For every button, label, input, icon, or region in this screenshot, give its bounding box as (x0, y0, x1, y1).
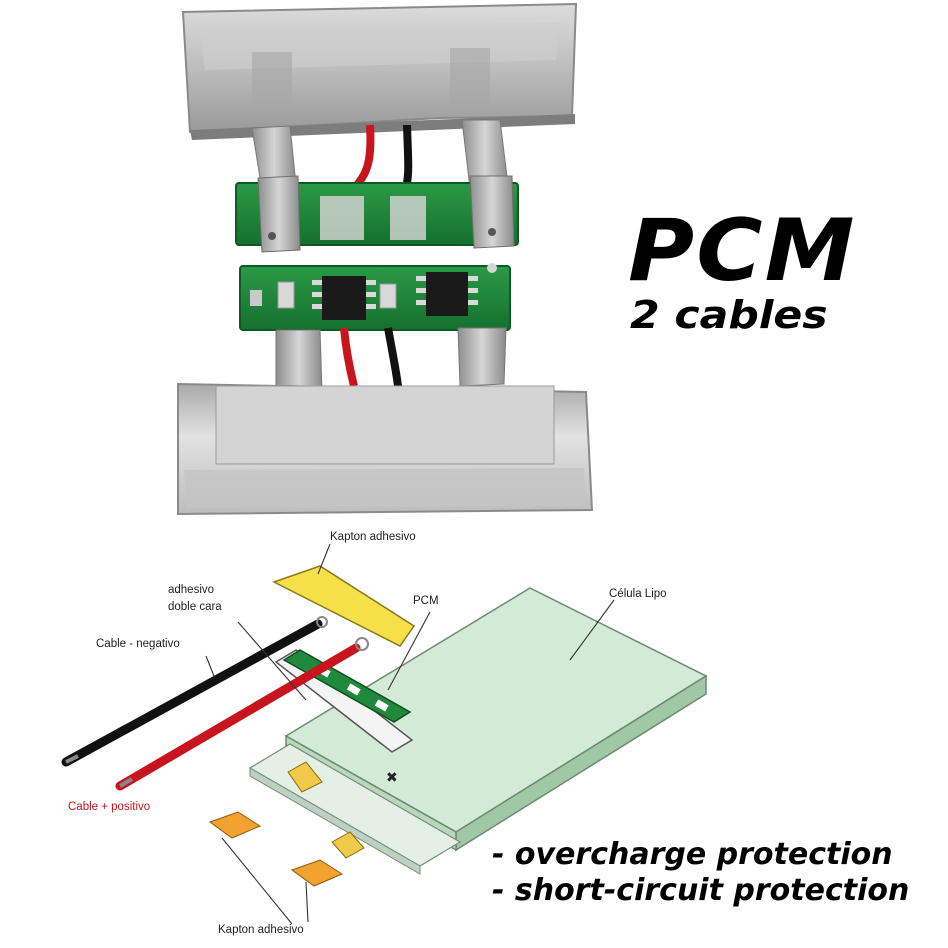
pcm-board-back (235, 175, 519, 253)
kapton-pads (208, 761, 365, 887)
wire-negative (61, 616, 328, 767)
feature-overcharge: - overcharge protection (492, 837, 893, 872)
wire-positive (115, 637, 369, 791)
label-pcm: PCM (413, 595, 439, 607)
pcm-board-front (239, 263, 511, 331)
kapton-top-strip (272, 565, 416, 647)
label-cable-negative: Cable - negativo (96, 638, 180, 650)
label-adhesive-line1: adhesivo (168, 584, 215, 596)
lipo-cell (248, 587, 708, 875)
label-kapton-top: Kapton adhesivo (330, 531, 416, 543)
battery-cell-bottom (177, 382, 594, 516)
joint-marker: ✖ (386, 770, 398, 786)
leader-lines (205, 543, 615, 925)
label-cable-positive: Cable + positivo (68, 801, 151, 813)
feature-short-circuit: - short-circuit protection (492, 873, 910, 908)
tabs-lower (275, 327, 507, 393)
label-kapton-bottom: Kapton adhesivo (218, 924, 304, 936)
product-title: PCM (628, 201, 857, 301)
label-adhesive-line2: doble cara (168, 601, 222, 613)
label-lipo-cell: Célula Lipo (609, 588, 667, 600)
product-subtitle: 2 cables (630, 293, 828, 337)
